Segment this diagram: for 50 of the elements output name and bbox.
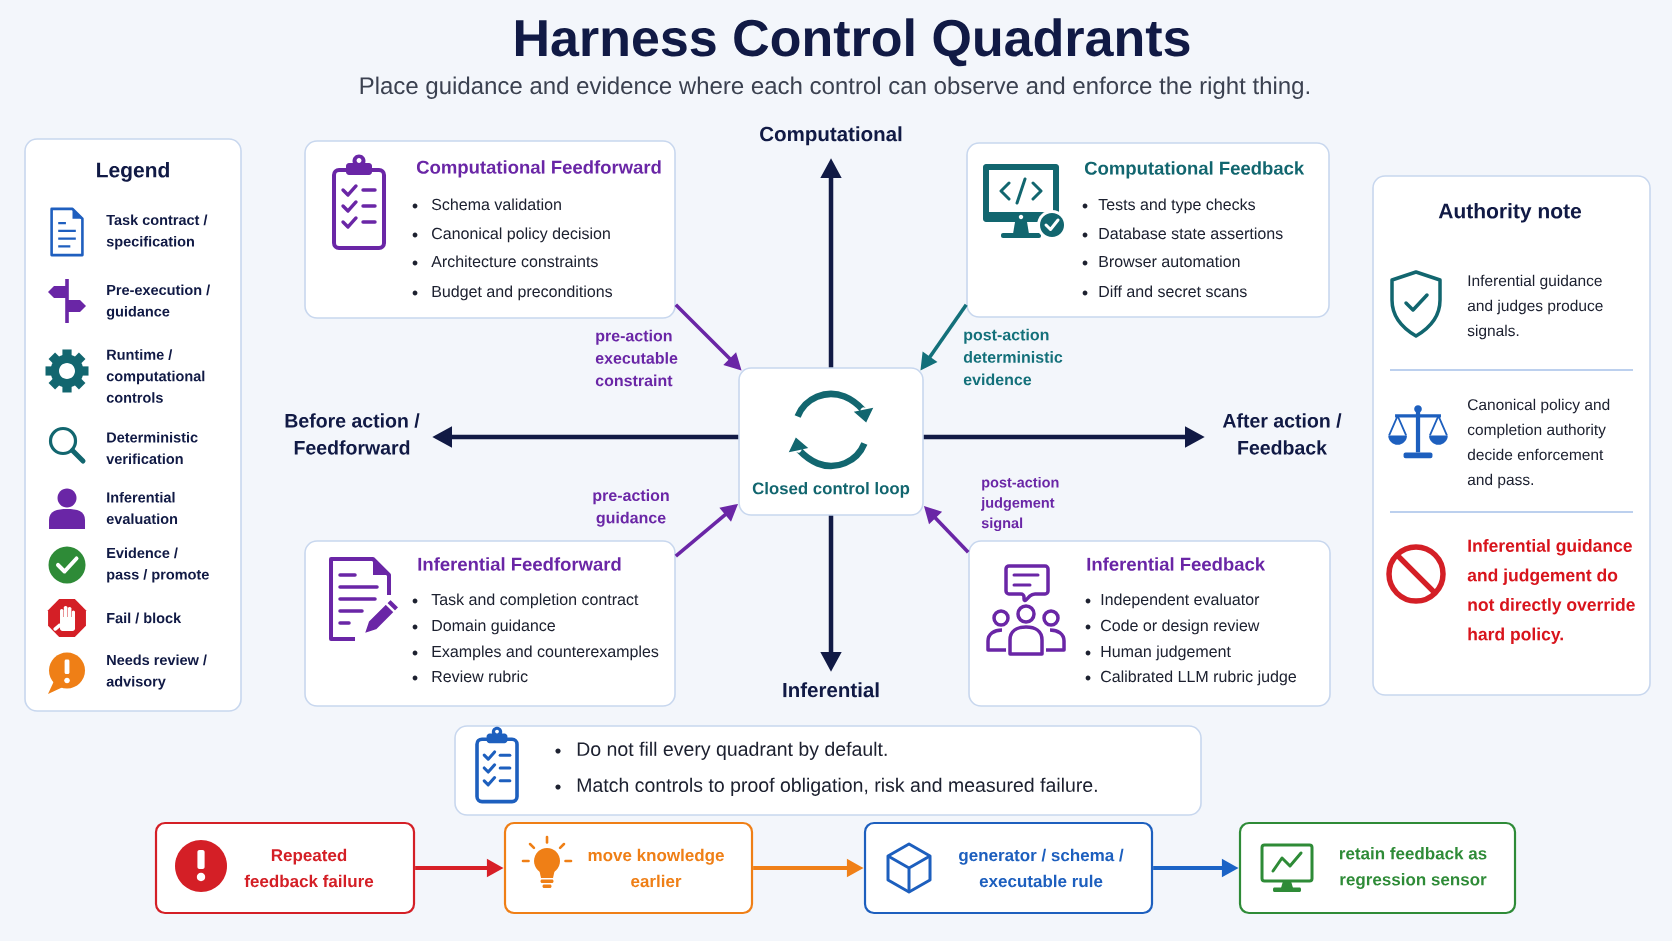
legend-label: Inferential evaluation (106, 491, 178, 525)
list-item: Independent evaluator (1101, 593, 1260, 609)
step-box: move knowledge earlier (503, 821, 754, 915)
edge-label: pre-action guidance (587, 489, 675, 527)
list-item: Canonical policy decision (432, 227, 610, 243)
list-item: Task and completion contract (431, 593, 639, 609)
card-heading: Computational Feedback (1084, 161, 1305, 179)
list-item: Tests and type checks (1098, 198, 1256, 214)
legend-label: Evidence / pass / promote (107, 547, 209, 583)
edge-label: pre-action executable constraint (595, 329, 684, 387)
axis-label: Computational (760, 126, 902, 146)
list-item: Examples and counterexamples (432, 645, 659, 661)
list-item: Do not fill every quadrant by default. (577, 741, 887, 760)
step-box: Repeated feedback failure (154, 821, 416, 915)
list-item: Database state assertions (1099, 227, 1283, 240)
list-item: Review rubric (432, 670, 528, 683)
panel-heading: Legend (97, 162, 169, 182)
list-item: Browser automation (1099, 255, 1240, 268)
step-box: generator / schema / executable rule (863, 821, 1154, 915)
list-item: Budget and preconditions (432, 285, 613, 301)
note-text: Canonical policy and completion authority decide enforcement and pass. (1467, 398, 1610, 489)
list-item: Schema validation (431, 198, 561, 211)
title: Harness Control Quadrants (515, 18, 1190, 67)
hub-box: Closed control loop (738, 367, 924, 516)
step-box: retain feedback as regression sensor (1238, 821, 1517, 915)
legend-label: Task contract / specification (106, 214, 208, 250)
list-item: Architecture constraints (431, 255, 598, 268)
card-heading: Inferential Feedforward (418, 557, 621, 571)
legend-label: Fail / block (107, 612, 182, 624)
panel-heading: Authority note (1438, 203, 1582, 223)
card-heading: Inferential Feedback (1087, 557, 1266, 571)
note-text: Inferential guidance and judges produce signals. (1467, 274, 1603, 340)
list-item: Domain guidance (432, 619, 555, 635)
list-item: Diff and secret scans (1099, 285, 1247, 298)
axis-label: Before action / Feedforward (285, 413, 420, 455)
edge-label: post-action judgement signal (981, 476, 1068, 532)
list-item: Match controls to proof obligation, risk and measured failure. (577, 777, 1097, 796)
legend-label: Pre-execution / guidance (106, 284, 210, 320)
axis-label: After action / Feedback (1222, 413, 1342, 455)
card-heading: Computational Feedforward (416, 160, 661, 178)
edge-label: post-action deterministic evidence (963, 328, 1068, 386)
note-text: Inferential guidance and judgement do not directly override hard policy. (1467, 539, 1635, 644)
legend-label: Deterministic verification (106, 431, 198, 465)
list-item: Human judgement (1101, 645, 1231, 661)
axis-label: Inferential (783, 682, 879, 698)
list-item: Calibrated LLM rubric judge (1101, 670, 1296, 686)
legend-label: Needs review / advisory (106, 654, 207, 690)
subtitle: Place guidance and evidence where each control can observe and enforce the right thing. (360, 76, 1309, 99)
list-item: Code or design review (1101, 619, 1260, 635)
legend-label: Runtime / computational controls (106, 349, 205, 403)
